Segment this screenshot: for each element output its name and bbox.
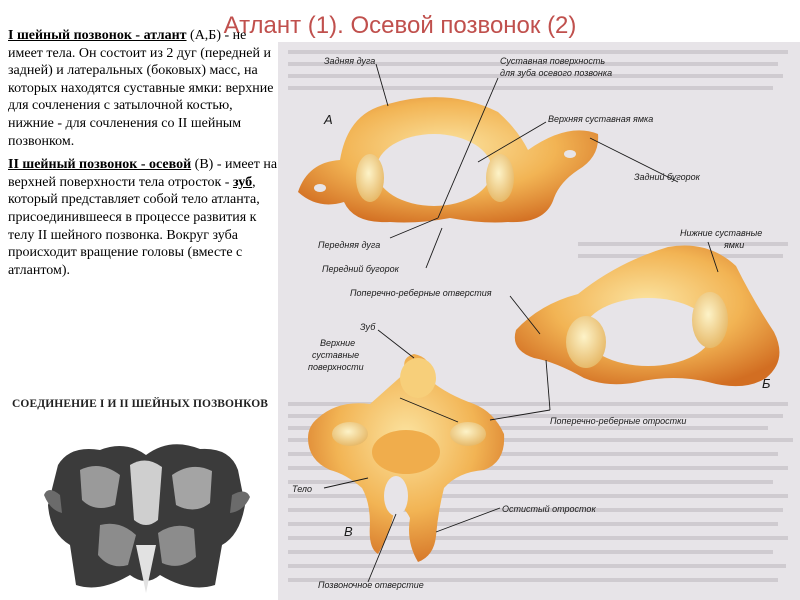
label-posterior-tubercle: Задний бугорок xyxy=(634,172,701,182)
figure-labels: Задняя дуга Суставная поверхность для зу… xyxy=(292,56,771,590)
axis-dens-term: зуб xyxy=(232,174,253,190)
atlas-heading: I шейный позвонок - атлант xyxy=(8,28,187,43)
atlas-ref: (А,Б) xyxy=(186,28,222,43)
axis-ref: (В) xyxy=(191,157,214,173)
slide-title: Атлант (1). Осевой позвонок (2) xyxy=(223,12,577,39)
panel-letter-a: А xyxy=(323,112,333,127)
label-superior-surfaces-3: поверхности xyxy=(308,362,364,372)
label-vertebral-foramen: Позвоночное отверстие xyxy=(318,580,424,590)
atlas-body: - не имеет тела. Он состоит из 2 дуг (пе… xyxy=(8,28,274,149)
axis-body-2: , который представляет собой тело атлант… xyxy=(8,174,260,278)
panel-letter-b: Б xyxy=(762,376,771,391)
label-spinous-process: Остистый отросток xyxy=(502,504,596,514)
axis-paragraph: II шейный позвонок - осевой (В) - имеет … xyxy=(8,156,278,279)
label-dens: Зуб xyxy=(360,322,376,332)
label-facet-dens-1: Суставная поверхность xyxy=(500,56,605,66)
label-body: Тело xyxy=(292,484,312,494)
vertebrae-figure: Задняя дуга Суставная поверхность для зу… xyxy=(278,42,800,600)
label-superior-surfaces-1: Верхние xyxy=(320,338,355,348)
label-superior-facet: Верхняя суставная ямка xyxy=(548,114,653,124)
atlas-inferior-view xyxy=(514,245,780,387)
label-anterior-tubercle: Передний бугорок xyxy=(322,264,400,274)
text-block: I шейный позвонок - атлант (А,Б) - не им… xyxy=(8,27,278,279)
axis-vertebra xyxy=(308,354,505,562)
label-inferior-facets-2: ямки xyxy=(723,240,744,250)
label-inferior-facets-1: Нижние суставные xyxy=(680,228,762,238)
label-anterior-arch: Передняя дуга xyxy=(318,240,380,250)
label-transverse-foramina: Поперечно-реберные отверстия xyxy=(350,288,492,298)
axis-body-1: - имеет на верхней поверхности тела отро… xyxy=(8,157,278,190)
leader-lines xyxy=(323,63,719,583)
label-superior-surfaces-2: суставные xyxy=(312,350,359,360)
atlas-superior-view xyxy=(298,97,599,223)
atlas-paragraph: I шейный позвонок - атлант (А,Б) - не им… xyxy=(8,27,278,150)
label-posterior-arch: Задняя дуга xyxy=(324,56,375,66)
joint-photo xyxy=(40,425,252,595)
label-transverse-processes: Поперечно-реберные отростки xyxy=(550,416,686,426)
axis-heading: II шейный позвонок - осевой xyxy=(8,157,192,173)
panel-letter-v: В xyxy=(344,524,353,539)
label-facet-dens-2: для зуба осевого позвонка xyxy=(500,68,612,78)
joint-photo-caption: СОЕДИНЕНИЕ I И II ШЕЙНЫХ ПОЗВОНКОВ xyxy=(12,398,269,410)
